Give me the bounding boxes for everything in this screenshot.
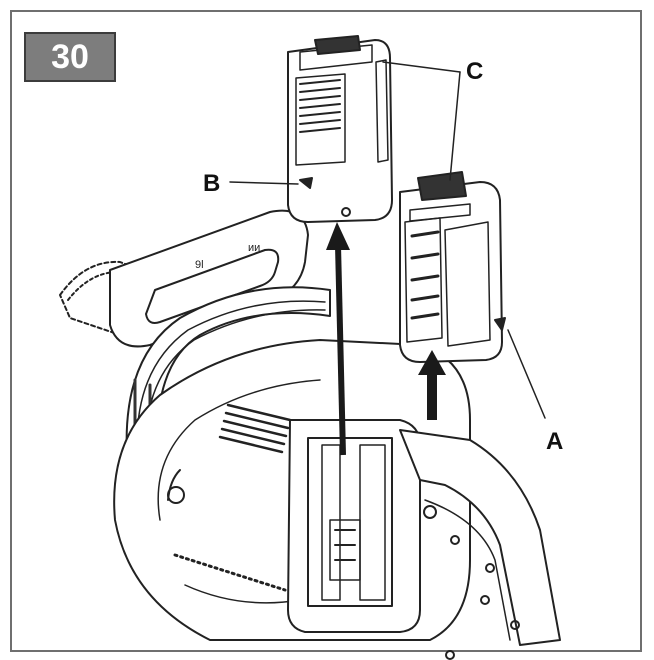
callout-label-b: B bbox=[203, 170, 221, 197]
rear-handle bbox=[399, 429, 561, 660]
battery-pack-lower bbox=[399, 171, 506, 363]
guard-mark-right: ᴎᴎ bbox=[248, 242, 260, 254]
arrow-up-icon bbox=[418, 350, 446, 420]
callout-label-a: A bbox=[546, 428, 564, 455]
arrow-up-icon bbox=[326, 222, 350, 456]
step-number-badge: 30 bbox=[24, 32, 116, 82]
battery-compartment bbox=[287, 419, 421, 633]
guard-mark-left: 9Ɩ bbox=[195, 259, 204, 271]
callout-label-c: C bbox=[466, 58, 484, 85]
front-hand-guard: 9Ɩ ᴎᴎ bbox=[109, 209, 309, 348]
leader-c-lower bbox=[449, 71, 461, 181]
leader-a bbox=[507, 329, 546, 419]
leader-b bbox=[229, 181, 299, 185]
battery-pack-upper bbox=[287, 35, 393, 223]
leader-c-upper bbox=[382, 61, 461, 73]
callout-leaders bbox=[229, 61, 546, 419]
